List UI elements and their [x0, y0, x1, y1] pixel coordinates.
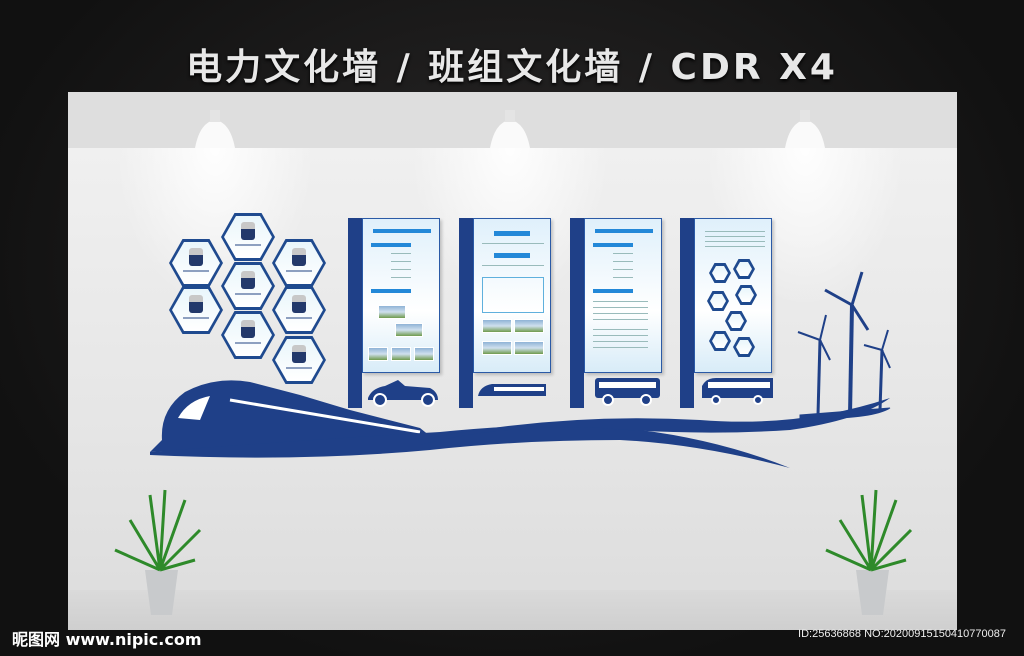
spotlight-icon [490, 110, 530, 148]
train-icon [478, 384, 546, 396]
panel-bar [680, 218, 694, 408]
panel-bar [570, 218, 584, 408]
bus-icon [702, 378, 773, 405]
staff-photo [272, 336, 326, 384]
staff-photo [272, 239, 326, 287]
info-panel [584, 218, 662, 373]
light-glow [115, 148, 315, 308]
wave [150, 398, 890, 468]
staff-photo [221, 311, 275, 359]
watermark-site: 昵图网 www.nipic.com [12, 630, 202, 649]
staff-photo [272, 286, 326, 334]
spotlight-icon [195, 110, 235, 148]
wind-turbine-icon [797, 271, 891, 419]
floor [68, 590, 957, 630]
staff-photo [169, 286, 223, 334]
page-title: 电力文化墙 / 班组文化墙 / CDR X4 [186, 47, 838, 88]
watermark-id: ID:25636868 NO:20200915150410770087 [798, 628, 1006, 640]
bus-icon [595, 378, 660, 406]
info-panel [362, 218, 440, 373]
staff-photo [221, 262, 275, 310]
panel-bar [459, 218, 473, 408]
spotlight-icon [785, 110, 825, 148]
plant-icon [114, 489, 202, 615]
info-panel [694, 218, 772, 373]
car-icon [368, 380, 438, 407]
plant-icon [825, 489, 913, 615]
staff-photo [221, 213, 275, 261]
train-icon [150, 380, 430, 452]
staff-photo [169, 239, 223, 287]
info-panel [473, 218, 551, 373]
panel-bar [348, 218, 362, 408]
